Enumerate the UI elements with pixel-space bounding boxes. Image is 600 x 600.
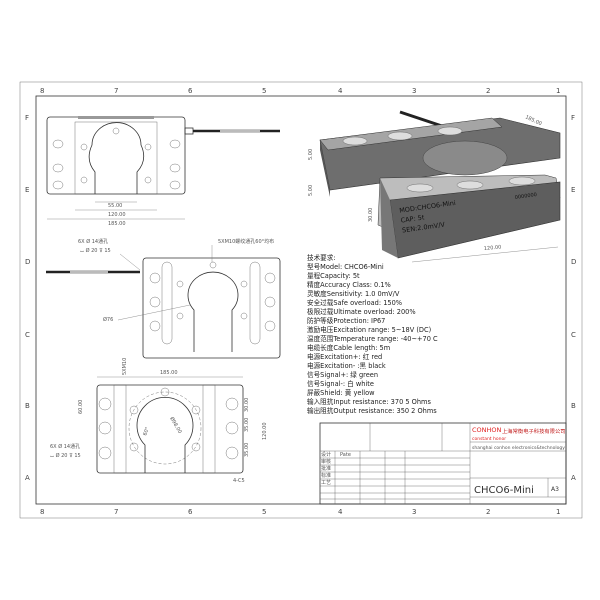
col-label: 6	[188, 508, 193, 516]
col-label: 6	[188, 87, 193, 95]
spec-line: 极限过载Ultimate overload: 200%	[307, 307, 416, 316]
column-markers: 8 7 6 5 4 3 2 1 8 7 6 5 4 3 2 1	[40, 87, 560, 516]
col-label: 7	[114, 508, 118, 516]
dim-label: 120.00	[108, 212, 126, 218]
dim-label: 5.00	[308, 185, 314, 196]
row-label: B	[25, 402, 30, 410]
row-label: 标准	[321, 472, 331, 479]
dim-label: 35.00	[244, 443, 250, 457]
brand-subtitle: constant honor	[472, 436, 506, 442]
col-label: 2	[486, 87, 490, 95]
spec-line: 输入阻抗Input resistance: 370 5 Ohms	[307, 397, 431, 406]
row-markers: F E D C B A F E D C B A	[25, 114, 576, 482]
col-label: 7	[114, 87, 118, 95]
inner-border	[35, 95, 567, 505]
spec-line: 防护等级Protection: IP67	[307, 316, 385, 325]
serial-number: 0000000	[514, 192, 537, 201]
title-block: CONHON constant honor 上海常衡电子科技有限公司 shang…	[319, 422, 567, 505]
spec-line: 量程Capacity: 5t	[307, 271, 360, 280]
dim-label: 5XM10	[122, 358, 128, 375]
dim-label: 185.00	[108, 221, 126, 227]
col-label: 3	[412, 87, 416, 95]
col-label: 4	[338, 87, 343, 95]
spec-line: 电缆长度Cable length: 5m	[307, 343, 390, 352]
dim-label: 30.00	[368, 208, 374, 222]
col-label: 1	[556, 508, 560, 516]
dim-label: 35.00	[244, 418, 250, 432]
col-label: 2	[486, 508, 490, 516]
engraved-capacity: CAP: 5t	[400, 213, 425, 224]
col-label: 1	[556, 87, 560, 95]
bottom-view: 185.00 5XM10 60.00 30.00 35.00 35.00 120…	[50, 358, 268, 484]
top-view: 55.00 120.00 185.00	[46, 116, 280, 227]
col-label: 5	[262, 87, 266, 95]
counterbore-note: ⌴ Ø 20 ⊽ 15	[80, 247, 111, 254]
dim-label: 5.00	[308, 149, 314, 160]
dim-label: 30.00	[244, 398, 250, 412]
diameter-label: Ø76	[103, 316, 113, 323]
chamfer-note: 4-C5	[233, 478, 245, 484]
angle-label: 60°	[142, 426, 151, 437]
thread-note: 5XM10螺纹通孔60°均布	[218, 238, 274, 245]
spec-line: 灵敏度Sensitivity: 1.0 0mV/V	[307, 289, 400, 298]
row-label: A	[25, 474, 30, 482]
col-label: 5	[262, 508, 266, 516]
cable	[399, 110, 446, 129]
row-label: E	[571, 186, 575, 194]
row-label: D	[571, 258, 576, 266]
dim-label: 120.00	[484, 244, 502, 252]
part-name: CHCO6-Mini	[474, 485, 534, 496]
row-label: C	[25, 331, 30, 339]
spec-line: 屏蔽Shield: 黄 yellow	[307, 388, 375, 397]
hole-note: 6X Ø 14通孔	[50, 443, 80, 450]
col-label: 8	[40, 508, 44, 516]
row-label: F	[571, 114, 575, 122]
isometric-view: MOD:CHCO6-Mini CAP: 5t SEN:2.0mV/V 00000…	[308, 110, 561, 263]
sheet-size: A3	[551, 486, 559, 493]
technical-requirements: 技术要求: 型号Model: CHCO6-Mini 量程Capacity: 5t…	[307, 253, 438, 415]
col-label: 3	[412, 508, 416, 516]
spec-line: 精度Accuracy Class: 0.1%	[307, 280, 391, 289]
spec-line: 信号Signal-: 白 white	[307, 379, 374, 388]
spec-line: 安全过载Safe overload: 150%	[307, 298, 402, 307]
row-label: 工艺	[321, 480, 331, 486]
company-name-cn: 上海常衡电子科技有限公司	[502, 427, 566, 435]
brand-logo: CONHON	[472, 426, 502, 434]
counterbore-note: ⌴ Ø 20 ⊽ 15	[50, 452, 81, 459]
dim-label: 55.00	[108, 203, 122, 209]
row-label: D	[25, 258, 30, 266]
row-label: A	[571, 474, 576, 482]
spec-line: 电源Excitation- :黑 black	[307, 361, 386, 370]
row-label: 设计	[321, 451, 331, 458]
spec-line: 输出阻抗Output resistance: 350 2 Ohms	[307, 406, 437, 415]
col-label: 4	[338, 508, 343, 516]
dim-label: 120.00	[262, 423, 268, 441]
front-view: 6X Ø 14通孔 ⌴ Ø 20 ⊽ 15 5XM10螺纹通孔60°均布 Ø76	[46, 238, 281, 359]
hole-note: 6X Ø 14通孔	[78, 238, 108, 245]
spec-line: 电源Excitation+: 红 red	[307, 352, 382, 361]
company-name-en: shanghai conhon electronics&technology	[472, 445, 565, 451]
dim-label: 185.00	[160, 370, 178, 376]
drawn-by: Pate	[340, 452, 351, 458]
dim-label: 60.00	[78, 400, 84, 414]
specs-title: 技术要求:	[307, 253, 336, 262]
row-label: B	[571, 402, 576, 410]
outer-border	[19, 81, 583, 519]
spec-line: 激励电压Excitation range: 5~18V (DC)	[307, 325, 431, 334]
row-label: F	[25, 114, 29, 122]
row-label: 审核	[321, 458, 331, 465]
spec-line: 信号Signal+: 绿 green	[307, 370, 378, 379]
row-label: C	[571, 331, 576, 339]
spec-line: 温度范围Temperature range: -40~+70 C	[307, 334, 438, 343]
col-label: 8	[40, 87, 44, 95]
spec-line: 型号Model: CHCO6-Mini	[307, 262, 384, 271]
row-label: 批准	[321, 465, 331, 472]
row-label: E	[25, 186, 29, 194]
dim-label: Ø98.00	[168, 416, 183, 435]
